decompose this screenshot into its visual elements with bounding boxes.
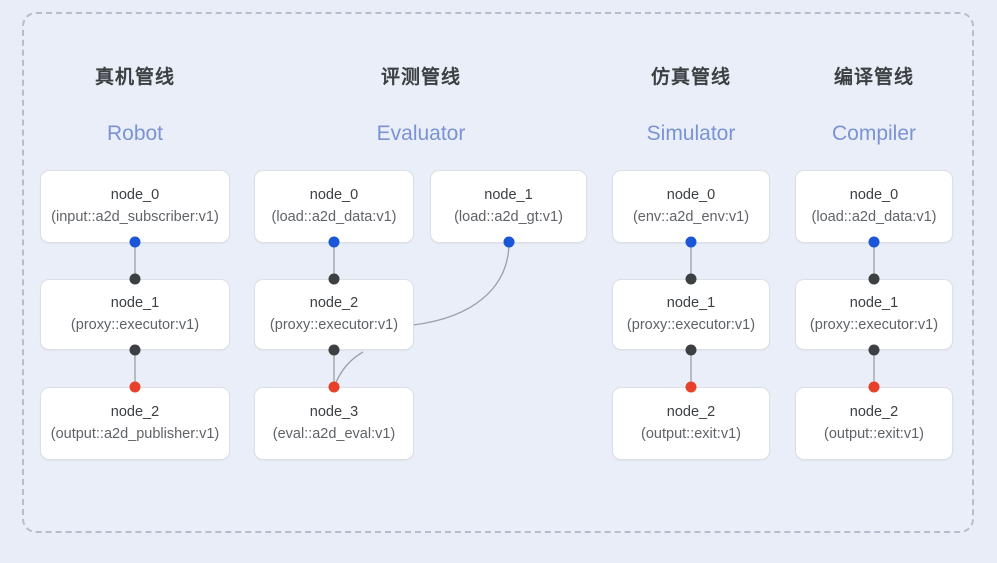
column-title-cn-simulator: 仿真管线	[650, 67, 731, 88]
node-name: node_2	[110, 404, 160, 421]
node-name: node_0	[666, 187, 716, 204]
port-input-dot-evaluator-1[interactable]	[503, 236, 515, 248]
node-type: (eval::a2d_eval:v1)	[272, 425, 396, 442]
column-title-cn-compiler: 编译管线	[833, 67, 914, 88]
port-bottom-dot-evaluator-2[interactable]	[328, 344, 340, 356]
column-subtitle-simulator: Simulator	[596, 122, 786, 146]
port-input-dot-robot-0[interactable]	[129, 236, 141, 248]
node-type: (proxy::executor:v1)	[70, 316, 200, 333]
port-bottom-dot-robot-1[interactable]	[129, 344, 141, 356]
node-robot-2[interactable]: node_2 (output::a2d_publisher:v1)	[40, 387, 230, 460]
node-type: (output::a2d_publisher:v1)	[50, 425, 220, 442]
node-robot-0[interactable]: node_0 (input::a2d_subscriber:v1)	[40, 170, 230, 243]
node-evaluator-1[interactable]: node_1 (load::a2d_gt:v1)	[430, 170, 587, 243]
column-header-robot: 真机管线	[40, 62, 230, 89]
node-type: (load::a2d_data:v1)	[271, 208, 397, 225]
port-top-dot-simulator-1[interactable]	[685, 273, 697, 285]
port-input-dot-evaluator-0[interactable]	[328, 236, 340, 248]
node-evaluator-0[interactable]: node_0 (load::a2d_data:v1)	[254, 170, 414, 243]
port-top-dot-compiler-1[interactable]	[868, 273, 880, 285]
node-name: node_0	[849, 187, 899, 204]
node-type: (proxy::executor:v1)	[269, 316, 399, 333]
column-subtitle-evaluator: Evaluator	[326, 122, 516, 146]
column-header-evaluator: 评测管线	[326, 62, 516, 89]
port-output-dot-evaluator-3[interactable]	[328, 381, 340, 393]
column-header-simulator: 仿真管线	[596, 62, 786, 89]
node-simulator-1[interactable]: node_1 (proxy::executor:v1)	[612, 279, 770, 350]
node-evaluator-2[interactable]: node_2 (proxy::executor:v1)	[254, 279, 414, 350]
node-type: (load::a2d_gt:v1)	[454, 208, 563, 225]
node-name: node_0	[309, 187, 359, 204]
node-type: (load::a2d_data:v1)	[811, 208, 937, 225]
node-type: (proxy::executor:v1)	[809, 316, 939, 333]
node-type: (output::exit:v1)	[824, 425, 924, 442]
port-top-dot-robot-1[interactable]	[129, 273, 141, 285]
node-type: (output::exit:v1)	[641, 425, 741, 442]
node-simulator-2[interactable]: node_2 (output::exit:v1)	[612, 387, 770, 460]
node-evaluator-3[interactable]: node_3 (eval::a2d_eval:v1)	[254, 387, 414, 460]
column-title-cn-evaluator: 评测管线	[380, 67, 461, 88]
node-name: node_0	[110, 187, 160, 204]
port-output-dot-compiler-2[interactable]	[868, 381, 880, 393]
node-type: (env::a2d_env:v1)	[632, 208, 750, 225]
column-subtitle-compiler: Compiler	[779, 122, 969, 146]
column-title-en-simulator: Simulator	[646, 122, 736, 145]
node-name: node_2	[666, 404, 716, 421]
node-simulator-0[interactable]: node_0 (env::a2d_env:v1)	[612, 170, 770, 243]
node-name: node_1	[849, 295, 899, 312]
port-input-dot-simulator-0[interactable]	[685, 236, 697, 248]
node-name: node_1	[110, 295, 160, 312]
node-name: node_2	[849, 404, 899, 421]
port-output-dot-simulator-2[interactable]	[685, 381, 697, 393]
node-compiler-2[interactable]: node_2 (output::exit:v1)	[795, 387, 953, 460]
column-title-en-compiler: Compiler	[831, 122, 917, 145]
node-robot-1[interactable]: node_1 (proxy::executor:v1)	[40, 279, 230, 350]
node-type: (input::a2d_subscriber:v1)	[51, 208, 219, 225]
column-title-en-evaluator: Evaluator	[376, 122, 466, 145]
node-compiler-0[interactable]: node_0 (load::a2d_data:v1)	[795, 170, 953, 243]
column-title-cn-robot: 真机管线	[94, 67, 175, 88]
port-bottom-dot-simulator-1[interactable]	[685, 344, 697, 356]
node-type: (proxy::executor:v1)	[626, 316, 756, 333]
node-name: node_3	[309, 404, 359, 421]
column-subtitle-robot: Robot	[40, 122, 230, 146]
port-bottom-dot-compiler-1[interactable]	[868, 344, 880, 356]
port-output-dot-robot-2[interactable]	[129, 381, 141, 393]
node-name: node_1	[484, 187, 533, 204]
node-name: node_1	[666, 295, 716, 312]
port-top-dot-evaluator-2[interactable]	[328, 273, 340, 285]
port-input-dot-compiler-0[interactable]	[868, 236, 880, 248]
node-compiler-1[interactable]: node_1 (proxy::executor:v1)	[795, 279, 953, 350]
node-name: node_2	[309, 295, 359, 312]
column-title-en-robot: Robot	[106, 122, 164, 145]
column-header-compiler: 编译管线	[779, 62, 969, 89]
